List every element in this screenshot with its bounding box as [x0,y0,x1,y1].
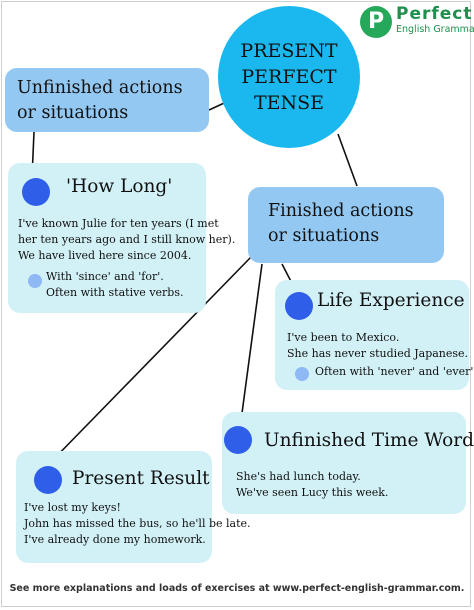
bullet-dot-icon [285,292,313,320]
example-line: her ten years ago and I still know her). [18,233,236,246]
category-unfinished-line-1: Unfinished actions [17,78,183,98]
central-topic-circle: PRESENT PERFECT TENSE [218,6,360,148]
logo-subtitle: English Grammar [396,24,474,35]
connector-finished-result [47,255,253,466]
central-topic-line-3: TENSE [253,92,325,114]
category-finished-line-2: or situations [268,226,380,246]
note-line: Often with 'never' and 'ever'. [315,365,474,378]
box-life-experience-title: Life Experience [317,290,465,311]
footer-note: See more explanations and loads of exerc… [9,583,465,594]
bullet-dot-icon [34,466,62,494]
brand-logo: P Perfect English Grammar [360,4,474,44]
bullet-dot-icon [22,178,50,206]
category-finished: Finished actions or situations [248,187,444,263]
example-line: I've known Julie for ten years (I met [18,217,219,230]
note-line: Often with stative verbs. [46,286,184,299]
note-dot-icon [28,274,42,288]
central-topic-line-2: PERFECT [241,66,337,88]
box-present-result-examples: I've lost my keys! John has missed the b… [24,500,251,548]
category-unfinished-line-2: or situations [17,103,129,123]
central-topic-line-1: PRESENT [240,40,338,62]
box-life-experience-notes: Often with 'never' and 'ever'. [315,364,474,380]
note-dot-icon [295,367,309,381]
example-line: We've seen Lucy this week. [236,486,389,499]
example-line: I've already done my homework. [24,533,206,546]
connector-finished-unftime [239,263,263,429]
connector-center-finished [337,133,358,187]
box-how-long-title: 'How Long' [66,176,173,197]
box-how-long-examples: I've known Julie for ten years (I met he… [18,216,235,264]
box-unfinished-time-word: Unfinished Time Word She's had lunch tod… [222,412,474,514]
box-unfinished-time-word-title: Unfinished Time Word [264,430,474,451]
example-line: We have lived here since 2004. [18,249,192,262]
example-line: She's had lunch today. [236,470,361,483]
category-unfinished: Unfinished actions or situations [5,68,209,132]
box-life-experience: Life Experience I've been to Mexico. She… [275,280,474,390]
example-line: I've lost my keys! [24,501,121,514]
category-finished-line-1: Finished actions [268,201,414,221]
box-how-long: 'How Long' I've known Julie for ten year… [8,163,235,313]
example-line: She has never studied Japanese. [287,347,469,360]
bullet-dot-icon [224,426,252,454]
example-line: John has missed the bus, so he'll be lat… [24,517,251,530]
box-life-experience-examples: I've been to Mexico. She has never studi… [287,330,468,362]
note-line: With 'since' and 'for'. [46,270,164,283]
box-how-long-notes: With 'since' and 'for'. Often with stati… [46,269,183,301]
example-line: I've been to Mexico. [287,331,400,344]
logo-mark-icon: P [360,6,392,38]
logo-word: Perfect [396,4,473,24]
box-unfinished-time-word-examples: She's had lunch today. We've seen Lucy t… [236,469,388,501]
box-present-result: Present Result I've lost my keys! John h… [16,451,251,563]
box-present-result-title: Present Result [72,468,210,489]
